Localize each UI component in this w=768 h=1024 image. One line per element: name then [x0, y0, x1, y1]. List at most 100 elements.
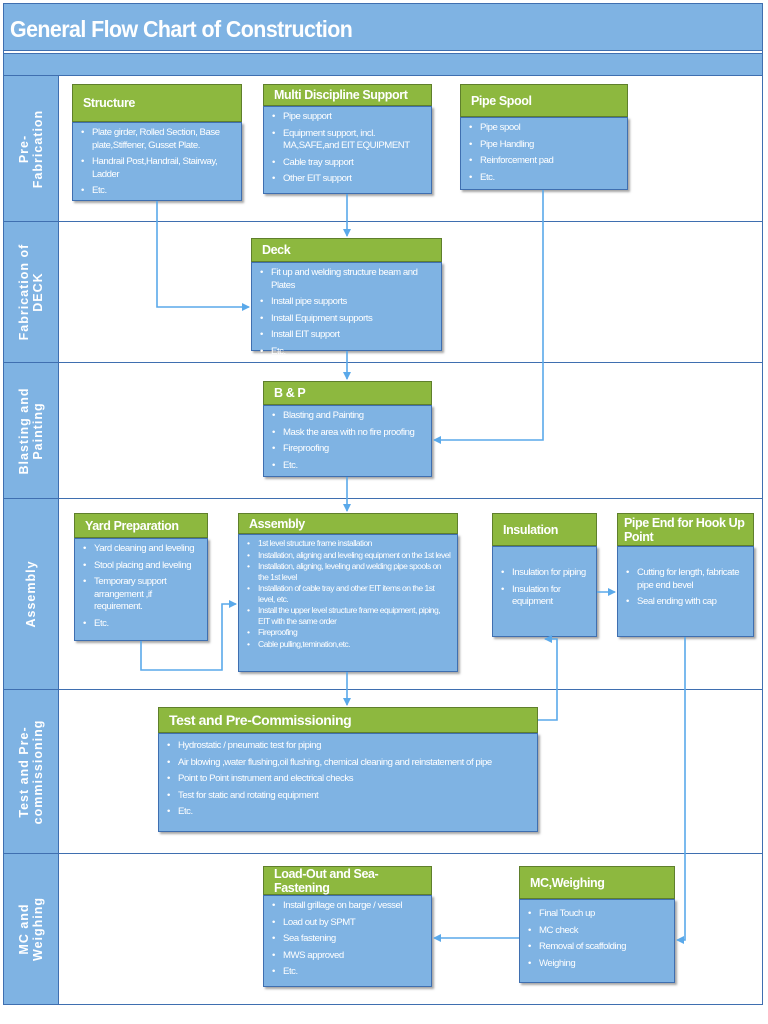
- assembly-box-body: 1st level structure frame installation I…: [238, 534, 458, 672]
- pipe-spool-item: Pipe Handling: [469, 139, 621, 152]
- test-and-pre-commissioning-box: Hydrostatic / pneumatic test for piping …: [158, 707, 538, 832]
- b-and-p-item: Fireproofing: [272, 443, 425, 456]
- assembly-item: Install the upper level structure frame …: [247, 605, 451, 626]
- lane-divider: [4, 362, 762, 363]
- mc-weighing-item: Weighing: [528, 958, 668, 971]
- pipe-end-box-title: Pipe End for Hook Up Point: [617, 513, 754, 546]
- test-item: Test for static and rotating equipment: [167, 790, 531, 803]
- test-item: Air blowing ,water flushing,oil flushing…: [167, 757, 531, 770]
- assembly-box-title: Assembly: [238, 513, 458, 534]
- structure-item: Handrail Post,Handrail, Stairway, Ladder: [81, 156, 235, 181]
- pipe-end-item: Seal ending with cap: [626, 596, 747, 609]
- yard-preparation-box-title: Yard Preparation: [74, 513, 208, 538]
- insulation-item: Insulation for piping: [501, 567, 590, 580]
- load-out-item: Load out by SPMT: [272, 917, 425, 930]
- insulation-box: Insulation for piping Insulation for equ…: [492, 513, 597, 637]
- pipe-spool-item: Pipe spool: [469, 122, 621, 135]
- deck-box-body: Fit up and welding structure beam and Pl…: [251, 262, 442, 358]
- test-item: Etc.: [167, 806, 531, 819]
- test-and-pre-commissioning-box-body: Hydrostatic / pneumatic test for piping …: [158, 733, 538, 832]
- diagram-title: General Flow Chart of Construction: [10, 16, 353, 42]
- insulation-box-body: Insulation for piping Insulation for equ…: [492, 546, 597, 637]
- pipe-spool-box-title: Pipe Spool: [460, 84, 628, 117]
- lane-divider: [4, 221, 762, 222]
- assembly-box: 1st level structure frame installation I…: [238, 513, 458, 672]
- mc-weighing-item: Final Touch up: [528, 908, 668, 921]
- yard-preparation-box-body: Yard cleaning and leveling Stool placing…: [74, 538, 208, 641]
- load-out-item: MWS approved: [272, 950, 425, 963]
- deck-box: Fit up and welding structure beam and Pl…: [251, 238, 442, 358]
- yard-preparation-item: Yard cleaning and leveling: [83, 543, 201, 556]
- mc-weighing-item: MC check: [528, 925, 668, 938]
- lane-header-fabrication-of-deck: Fabrication of DECK: [4, 222, 58, 362]
- deck-item: Install pipe supports: [260, 296, 435, 309]
- insulation-item: Insulation for equipment: [501, 584, 590, 609]
- mc-weighing-box-title: MC,Weighing: [519, 866, 675, 899]
- arrow-pipe-end-to-mc: [676, 637, 686, 944]
- pipe-end-box: Cutting for length, fabricate pipe end b…: [617, 513, 754, 637]
- diagram-frame: [3, 3, 763, 1005]
- load-out-item: Sea fastening: [272, 933, 425, 946]
- load-out-item: Install grillage on barge / vessel: [272, 900, 425, 913]
- pipe-end-box-body: Cutting for length, fabricate pipe end b…: [617, 546, 754, 637]
- multi-discipline-item: Cable tray support: [272, 157, 425, 170]
- lane-header-mc-and-weighing: MC and Weighing: [4, 854, 58, 1004]
- assembly-item: Installation of cable tray and other EIT…: [247, 583, 451, 604]
- pipe-spool-item: Etc.: [469, 172, 621, 185]
- b-and-p-item: Mask the area with no fire proofing: [272, 427, 425, 440]
- lane-header-test-and-pre-commissioning: Test and Pre- commissioning: [4, 690, 58, 853]
- arrow-test-to-insulation: [538, 635, 558, 721]
- pipe-end-item: Cutting for length, fabricate pipe end b…: [626, 567, 747, 592]
- deck-box-title: Deck: [251, 238, 442, 262]
- structure-item: Etc.: [81, 185, 235, 198]
- pipe-spool-box: Pipe spool Pipe Handling Reinforcement p…: [460, 84, 628, 190]
- yard-preparation-item: Etc.: [83, 618, 201, 631]
- lane-divider: [4, 853, 762, 854]
- yard-preparation-item: Temporary support arrangement ,if requir…: [83, 576, 201, 614]
- test-and-pre-commissioning-box-title: Test and Pre-Commissioning: [158, 707, 538, 733]
- mc-weighing-item: Removal of scaffolding: [528, 941, 668, 954]
- b-and-p-item: Etc.: [272, 460, 425, 473]
- yard-preparation-box: Yard cleaning and leveling Stool placing…: [74, 513, 208, 641]
- structure-box-body: Plate girder, Rolled Section, Base plate…: [72, 122, 242, 201]
- lane-header-assembly: Assembly: [4, 499, 58, 689]
- assembly-item: Cable pulling,temination,etc.: [247, 639, 451, 650]
- mc-weighing-box-body: Final Touch up MC check Removal of scaff…: [519, 899, 675, 983]
- lane-divider: [4, 689, 762, 690]
- yard-preparation-item: Stool placing and leveling: [83, 560, 201, 573]
- sub-header-bar: [4, 53, 762, 76]
- deck-item: Install Equipment supports: [260, 313, 435, 326]
- assembly-item: 1st level structure frame installation: [247, 538, 451, 549]
- assembly-item: Installation, aligning, leveling and wel…: [247, 561, 451, 582]
- lane-separator-vertical: [58, 75, 59, 1004]
- arrow-pipespool-to-bp: [433, 190, 544, 444]
- test-item: Hydrostatic / pneumatic test for piping: [167, 740, 531, 753]
- load-out-box: Install grillage on barge / vessel Load …: [263, 866, 432, 987]
- assembly-item: Installation, aligning and leveling equi…: [247, 550, 451, 561]
- mc-weighing-box: Final Touch up MC check Removal of scaff…: [519, 866, 675, 983]
- lane-header-pre-fabrication: Pre- Fabrication: [4, 76, 58, 221]
- structure-item: Plate girder, Rolled Section, Base plate…: [81, 127, 235, 152]
- lane-divider: [4, 498, 762, 499]
- deck-item: Fit up and welding structure beam and Pl…: [260, 267, 435, 292]
- title-bar: General Flow Chart of Construction: [4, 4, 762, 51]
- arrow-structure-to-deck: [156, 201, 250, 311]
- load-out-box-title: Load-Out and Sea-Fastening: [263, 866, 432, 895]
- multi-discipline-item: Equipment support, incl. MA,SAFE,and EIT…: [272, 128, 425, 153]
- test-item: Point to Point instrument and electrical…: [167, 773, 531, 786]
- multi-discipline-item: Pipe support: [272, 111, 425, 124]
- b-and-p-box-title: B & P: [263, 381, 432, 405]
- structure-box: Plate girder, Rolled Section, Base plate…: [72, 84, 242, 201]
- b-and-p-box: Blasting and Painting Mask the area with…: [263, 381, 432, 477]
- pipe-spool-box-body: Pipe spool Pipe Handling Reinforcement p…: [460, 117, 628, 190]
- pipe-spool-item: Reinforcement pad: [469, 155, 621, 168]
- multi-discipline-support-box: Pipe support Equipment support, incl. MA…: [263, 84, 432, 194]
- assembly-item: Fireproofing: [247, 627, 451, 638]
- multi-discipline-support-box-title: Multi Discipline Support: [263, 84, 432, 106]
- b-and-p-box-body: Blasting and Painting Mask the area with…: [263, 405, 432, 477]
- insulation-box-title: Insulation: [492, 513, 597, 546]
- load-out-item: Etc.: [272, 966, 425, 979]
- b-and-p-item: Blasting and Painting: [272, 410, 425, 423]
- deck-item: Etc.: [260, 346, 435, 359]
- structure-box-title: Structure: [72, 84, 242, 122]
